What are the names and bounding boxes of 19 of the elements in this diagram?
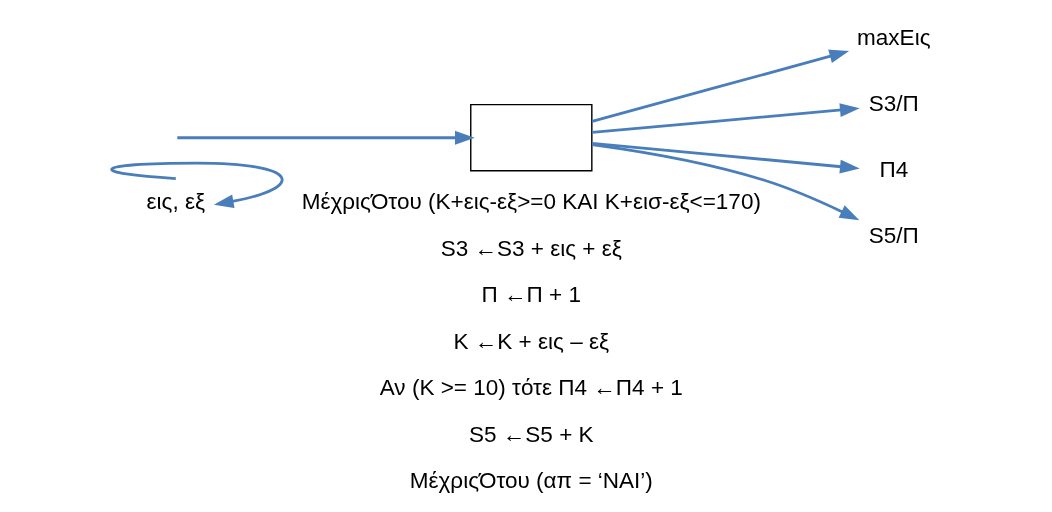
node-text: Π4: [878, 156, 908, 182]
node-text: S3/Π: [868, 90, 919, 116]
arrow: [110, 161, 283, 209]
arrow: [591, 143, 859, 221]
node-text: maxΕις: [856, 24, 931, 50]
label: S5 ←S5 + Κ: [468, 421, 594, 447]
label: Π ←Π + 1: [481, 282, 581, 308]
arrow: [591, 103, 860, 134]
arrow: [176, 130, 475, 145]
arrow: [591, 49, 849, 123]
label: S3 ←S3 + εις + εξ: [440, 235, 622, 261]
node-text: εις, εξ: [146, 189, 205, 215]
node-text: S5/Π: [868, 223, 919, 249]
label: ΜέχριςΌτου (Κ+εις-εξ>=0 ΚΑΙ Κ+εισ-εξ<=170): [301, 189, 761, 215]
label: Αν (Κ >= 10) τότε Π4 ←Π4 + 1: [379, 375, 683, 401]
label: Κ ←Κ + εις – εξ: [453, 328, 609, 354]
label: ΜέχριςΌτου (απ = ‘ΝΑΙ’): [409, 468, 653, 493]
node-box: [469, 103, 593, 172]
arrow: [591, 141, 860, 174]
